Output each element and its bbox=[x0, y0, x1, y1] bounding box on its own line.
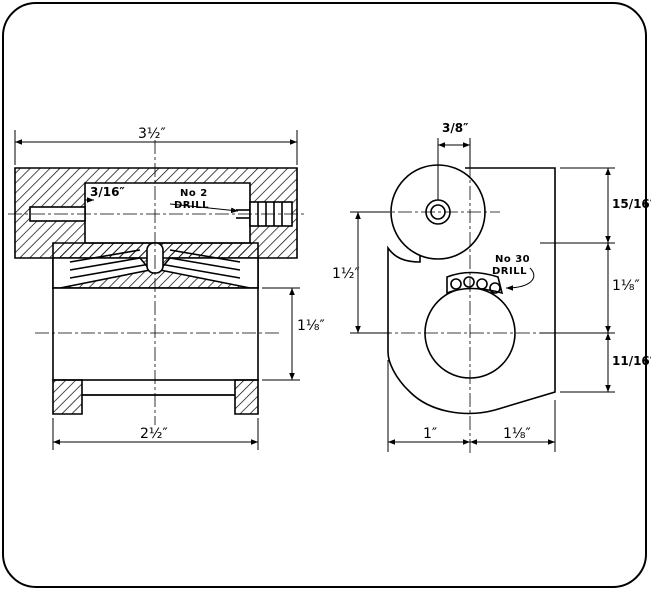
bottom-right-label: 1⅛″ bbox=[503, 426, 531, 442]
lower-height-label: 11/16″ bbox=[612, 354, 651, 368]
top-dia-label: 3/8″ bbox=[442, 121, 469, 135]
base-flange bbox=[52, 379, 259, 415]
overall-width-label: 3½″ bbox=[138, 126, 166, 142]
upper-height-label: 15/16″ bbox=[612, 197, 651, 211]
bore-height-label: 1⅛″ bbox=[297, 318, 325, 334]
drill-note-line2: DRILL bbox=[174, 200, 209, 211]
hole-depth-label: 3/16″ bbox=[90, 185, 125, 199]
small-drill-line1: No 30 bbox=[495, 254, 530, 265]
small-drill-line2: DRILL bbox=[492, 266, 527, 277]
left-height-label: 1½″ bbox=[332, 266, 360, 282]
section-view bbox=[8, 140, 305, 425]
bottom-left-label: 1″ bbox=[423, 426, 437, 442]
drill-note-line1: No 2 bbox=[180, 188, 208, 199]
base-width-label: 2½″ bbox=[140, 426, 168, 442]
end-view-dimensions bbox=[350, 138, 615, 452]
middle-height-label: 1⅛″ bbox=[612, 278, 640, 294]
body-outline bbox=[52, 287, 259, 381]
end-view bbox=[355, 140, 600, 455]
section-dimensions bbox=[14, 130, 300, 450]
